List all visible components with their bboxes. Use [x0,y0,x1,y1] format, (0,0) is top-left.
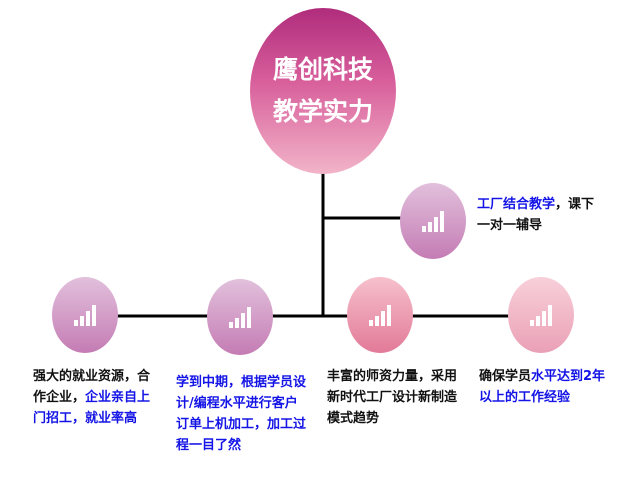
node-text-practice: 学到中期，根据学员设计/编程水平进行客户订单上机加工，加工过程一目了然 [176,372,306,456]
text-segment: 工厂结合教学 [477,197,556,212]
node-text-employment: 强大的就业资源，合作企业，企业亲自上门招工，就业率高 [33,366,161,429]
signal-bars-icon [229,306,251,328]
text-segment: 强大的就业资源，合作企业， [33,369,151,405]
node-circle-factory [400,183,466,259]
text-segment: 确保学员 [479,369,532,384]
title-line-2: 教学实力 [272,97,373,126]
text-segment: 学到中期，根据学员设计/编程水平进行客户订单上机加工，加工过程一目了然 [176,375,307,453]
node-circle-practice [207,279,273,355]
node-circle-teachers [347,277,413,353]
signal-bars-icon [369,304,391,326]
node-text-experience: 确保学员水平达到2年以上的工作经验 [479,366,609,408]
text-segment: 企业亲自上门招工，就业率高 [33,390,151,426]
title-line-1: 鹰创科技 [272,55,373,84]
signal-bars-icon [422,210,444,232]
text-segment: 水平达到2年以上的工作经验 [479,369,606,405]
node-circle-experience [508,277,574,353]
signal-bars-icon [530,304,552,326]
text-segment: 丰富的师资力量，采用新时代工厂设计新制造模式趋势 [327,369,458,426]
text-segment: ，课下一对一辅导 [477,197,595,233]
node-text-teachers: 丰富的师资力量，采用新时代工厂设计新制造模式趋势 [327,366,457,429]
main-title-circle: 鹰创科技 教学实力 [250,8,396,174]
signal-bars-icon [74,304,96,326]
node-text-factory: 工厂结合教学，课下一对一辅导 [477,194,607,236]
node-circle-employment [52,277,118,353]
